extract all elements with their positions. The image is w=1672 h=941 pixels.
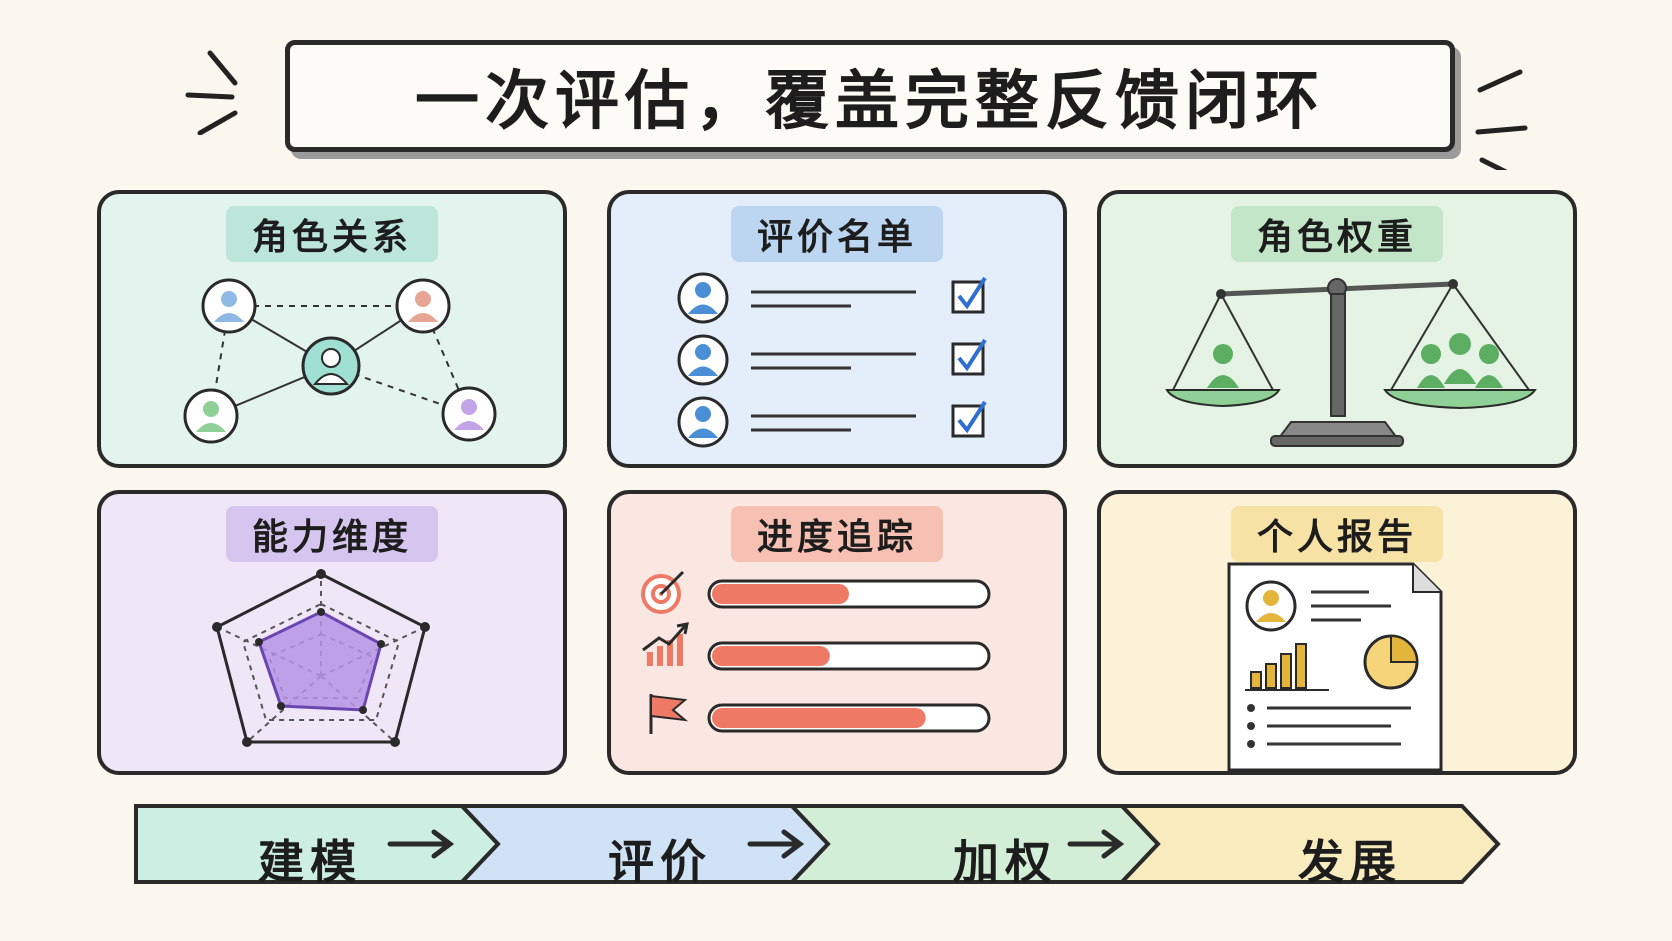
arrow-right-icon bbox=[747, 829, 805, 859]
panel-label-personal-report: 个人报告 bbox=[1230, 506, 1443, 562]
panel-label-progress-tracking: 进度追踪 bbox=[730, 506, 943, 562]
growth-chart-icon bbox=[642, 622, 689, 666]
radar-chart-icon bbox=[212, 569, 430, 747]
panel-label-role-weights: 角色权重 bbox=[1230, 206, 1443, 262]
title-banner: 一次评估，覆盖完整反馈闭环 bbox=[285, 40, 1455, 152]
flow-step-modeling: 建模 bbox=[258, 835, 362, 889]
panel-label-evaluation-list: 评价名单 bbox=[730, 206, 943, 262]
panel-label-role-relations: 角色关系 bbox=[225, 206, 438, 262]
balance-scale-icon bbox=[1165, 278, 1537, 447]
flow-step-weighting: 加权 bbox=[953, 835, 1057, 889]
flow-step-shape-development bbox=[1117, 804, 1501, 884]
arrow-right-icon bbox=[387, 829, 455, 859]
progress-fill bbox=[712, 584, 849, 604]
arrow-right-icon bbox=[1067, 829, 1125, 859]
flow-step-evaluation: 评价 bbox=[608, 835, 712, 889]
panel-role-relations: 角色关系 bbox=[97, 190, 567, 468]
progress-fill bbox=[712, 708, 926, 728]
process-flow bbox=[134, 804, 1501, 884]
flow-step-development: 发展 bbox=[1298, 835, 1402, 889]
panel-evaluation-list: 评价名单 bbox=[607, 190, 1067, 468]
panel-label-ability-dimensions: 能力维度 bbox=[225, 506, 438, 562]
page-title: 一次评估，覆盖完整反馈闭环 bbox=[415, 65, 1325, 139]
panel-role-weights: 角色权重 bbox=[1097, 190, 1577, 468]
checklist-icon bbox=[677, 272, 987, 448]
panel-progress-tracking: 进度追踪 bbox=[607, 490, 1067, 775]
panel-ability-dimensions: 能力维度 bbox=[97, 490, 567, 775]
report-document-icon bbox=[1227, 562, 1443, 772]
flag-icon bbox=[649, 694, 689, 734]
emphasis-lines-left-icon bbox=[185, 50, 238, 135]
person-node-blue bbox=[201, 278, 257, 334]
emphasis-lines-right-icon bbox=[1475, 69, 1528, 170]
panel-personal-report: 个人报告 bbox=[1097, 490, 1577, 775]
progress-bars bbox=[641, 570, 991, 734]
target-icon bbox=[641, 570, 685, 614]
relation-network-icon bbox=[183, 278, 497, 444]
progress-fill bbox=[712, 646, 830, 666]
